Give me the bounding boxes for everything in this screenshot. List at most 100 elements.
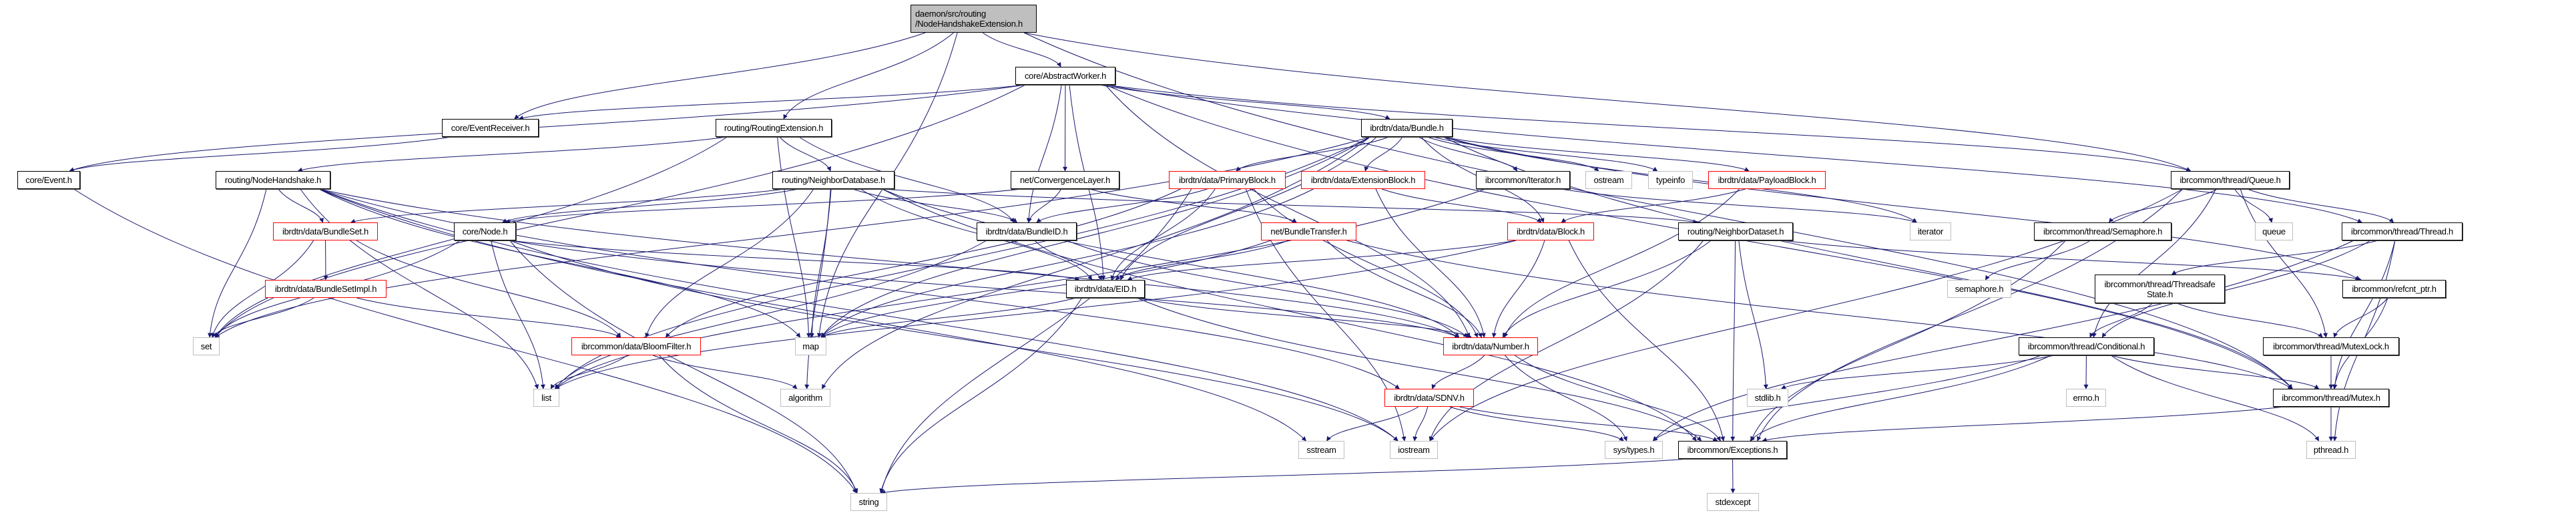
edge-thread-to-mutex	[2332, 240, 2396, 389]
node-ndb[interactable]: routing/NeighborDatabase.h	[772, 171, 894, 189]
edge-nh-to-set	[208, 188, 267, 338]
edge-ndb-to-nds	[882, 188, 1698, 224]
node-sem[interactable]: ibrcommon/thread/Semaphore.h	[2034, 222, 2171, 240]
edge-eb-to-map	[820, 188, 1314, 338]
edge-cond-to-stdlib	[1781, 355, 2055, 389]
node-cond[interactable]: ibrcommon/thread/Conditional.h	[2019, 337, 2154, 355]
node-sstream[interactable]: sstream	[1298, 441, 1344, 459]
edge-sdnv-to-sstream	[1326, 406, 1419, 442]
edge-bloom-to-list	[550, 355, 627, 389]
node-mlock[interactable]: ibrcommon/thread/MutexLock.h	[2263, 337, 2399, 355]
edge-bundle-to-map	[820, 136, 1370, 338]
node-ev[interactable]: core/Event.h	[17, 171, 80, 189]
node-string[interactable]: string	[850, 493, 887, 511]
node-bloom[interactable]: ibrcommon/data/BloomFilter.h	[571, 337, 701, 355]
edge-queue_h-to-sem	[2109, 188, 2218, 223]
edge-nh-to-number	[318, 188, 1460, 338]
node-iostream[interactable]: iostream	[1390, 441, 1438, 459]
node-algorithm[interactable]: algorithm	[780, 389, 830, 407]
node-queue-h[interactable]: ibrcommon/thread/Queue.h	[2171, 171, 2290, 189]
edge-cl-to-node	[505, 188, 1022, 224]
node-errno[interactable]: errno.h	[2066, 389, 2106, 407]
node-root[interactable]: daemon/src/routing /NodeHandshakeExtensi…	[911, 5, 1037, 33]
edge-ndb-to-bid	[852, 188, 1018, 223]
edge-pb-to-string	[880, 188, 1192, 494]
node-stdlib[interactable]: stdlib.h	[1747, 389, 1788, 407]
node-bid[interactable]: ibrdtn/data/BundleID.h	[977, 222, 1077, 240]
edge-ndb-to-bloom	[645, 188, 814, 338]
node-iterator[interactable]: iterator	[1910, 222, 1951, 240]
edge-root-to-aw	[982, 32, 1061, 67]
edge-ndb-to-node	[501, 188, 799, 223]
node-bundle[interactable]: ibrdtn/data/Bundle.h	[1361, 119, 1453, 137]
edge-eb-to-block	[1381, 188, 1542, 223]
edge-bundle-to-eb	[1364, 136, 1403, 172]
edge-queue_h-to-cond	[2092, 188, 2216, 338]
edge-queue_h-to-thread	[2247, 188, 2394, 223]
edge-bid-to-number	[1066, 240, 1468, 338]
edge-bundle-to-refcnt	[1443, 136, 2360, 281]
edge-pb-to-bid	[1036, 188, 1208, 223]
edge-node-to-iostream	[509, 240, 1398, 442]
node-pthread[interactable]: pthread.h	[2306, 441, 2356, 459]
edge-root-to-queue_h	[1024, 32, 2192, 172]
edge-cl-to-bt	[1089, 188, 1297, 223]
node-set[interactable]: set	[193, 337, 220, 355]
edge-mutex-to-exc	[1762, 406, 2285, 442]
node-number[interactable]: ibrdtn/data/Number.h	[1443, 337, 1538, 355]
node-mutex[interactable]: ibrcommon/thread/Mutex.h	[2273, 389, 2389, 407]
edge-nh-to-map	[318, 188, 801, 338]
node-bsimpl[interactable]: ibrdtn/data/BundleSetImpl.h	[265, 280, 387, 298]
edge-iter-to-iterator	[1560, 188, 1917, 224]
edge-ndb-to-number	[882, 188, 1460, 338]
node-list[interactable]: list	[533, 389, 559, 407]
node-bset[interactable]: ibrdtn/data/BundleSet.h	[273, 222, 378, 240]
edge-eb-to-number	[1375, 188, 1486, 338]
node-pb[interactable]: ibrdtn/data/PrimaryBlock.h	[1169, 171, 1286, 189]
node-payload[interactable]: ibrdtn/data/PayloadBlock.h	[1708, 171, 1826, 189]
node-stdexcept[interactable]: stdexcept	[1707, 493, 1759, 511]
edge-tss-to-cond	[2089, 303, 2153, 338]
edge-bundle-to-iter	[1418, 136, 1518, 172]
node-cl[interactable]: net/ConvergenceLayer.h	[1011, 171, 1119, 189]
edge-exc-to-string	[880, 458, 1690, 495]
node-exc[interactable]: ibrcommon/Exceptions.h	[1678, 441, 1787, 459]
node-eid[interactable]: ibrdtn/data/EID.h	[1066, 280, 1145, 298]
edge-bsimpl-to-set	[212, 297, 314, 338]
edge-re-to-set	[214, 136, 728, 338]
node-tss[interactable]: ibrcommon/thread/Threadsafe State.h	[2095, 275, 2225, 303]
node-iter[interactable]: ibrcommon/Iterator.h	[1476, 171, 1570, 189]
node-re[interactable]: routing/RoutingExtension.h	[716, 119, 832, 137]
edge-bloom-to-algorithm	[653, 355, 798, 389]
edge-aw-to-thread	[1105, 84, 2362, 223]
edge-nds-to-refcnt	[1781, 240, 2362, 281]
node-eb[interactable]: ibrdtn/data/ExtensionBlock.h	[1301, 171, 1425, 189]
edge-bt-to-number	[1326, 240, 1483, 338]
node-node[interactable]: core/Node.h	[454, 222, 516, 240]
node-sdnv[interactable]: ibrdtn/data/SDNV.h	[1384, 389, 1474, 407]
node-thread[interactable]: ibrcommon/thread/Thread.h	[2342, 222, 2463, 240]
node-map[interactable]: map	[795, 337, 826, 355]
edge-re-to-bid	[798, 136, 1015, 223]
node-systypes[interactable]: sys/types.h	[1605, 441, 1663, 459]
node-nds[interactable]: routing/NeighborDataset.h	[1678, 222, 1793, 240]
edge-cl-to-bid	[1027, 188, 1062, 223]
edge-sdnv-to-exc	[1459, 406, 1718, 442]
node-nh[interactable]: routing/NodeHandshake.h	[216, 171, 330, 189]
node-queue[interactable]: queue	[2255, 222, 2293, 240]
node-block[interactable]: ibrdtn/data/Block.h	[1507, 222, 1594, 240]
edge-payload-to-block	[1561, 188, 1746, 223]
node-er[interactable]: core/EventReceiver.h	[442, 119, 539, 137]
node-aw[interactable]: core/AbstractWorker.h	[1015, 67, 1115, 85]
edge-refcnt-to-mlock	[2333, 297, 2388, 338]
node-ostream[interactable]: ostream	[1585, 171, 1632, 189]
node-semh[interactable]: semaphore.h	[1947, 280, 2011, 298]
edge-bid-to-eid	[1034, 240, 1102, 281]
node-refcnt[interactable]: ibrcommon/refcnt_ptr.h	[2342, 280, 2446, 298]
edge-bundle-to-payload	[1443, 136, 1750, 172]
edge-re-to-nh	[297, 136, 728, 172]
node-bt[interactable]: net/BundleTransfer.h	[1261, 222, 1356, 240]
node-typeinfo[interactable]: typeinfo	[1648, 171, 1693, 189]
edge-nds-to-iostream	[1429, 240, 1704, 442]
